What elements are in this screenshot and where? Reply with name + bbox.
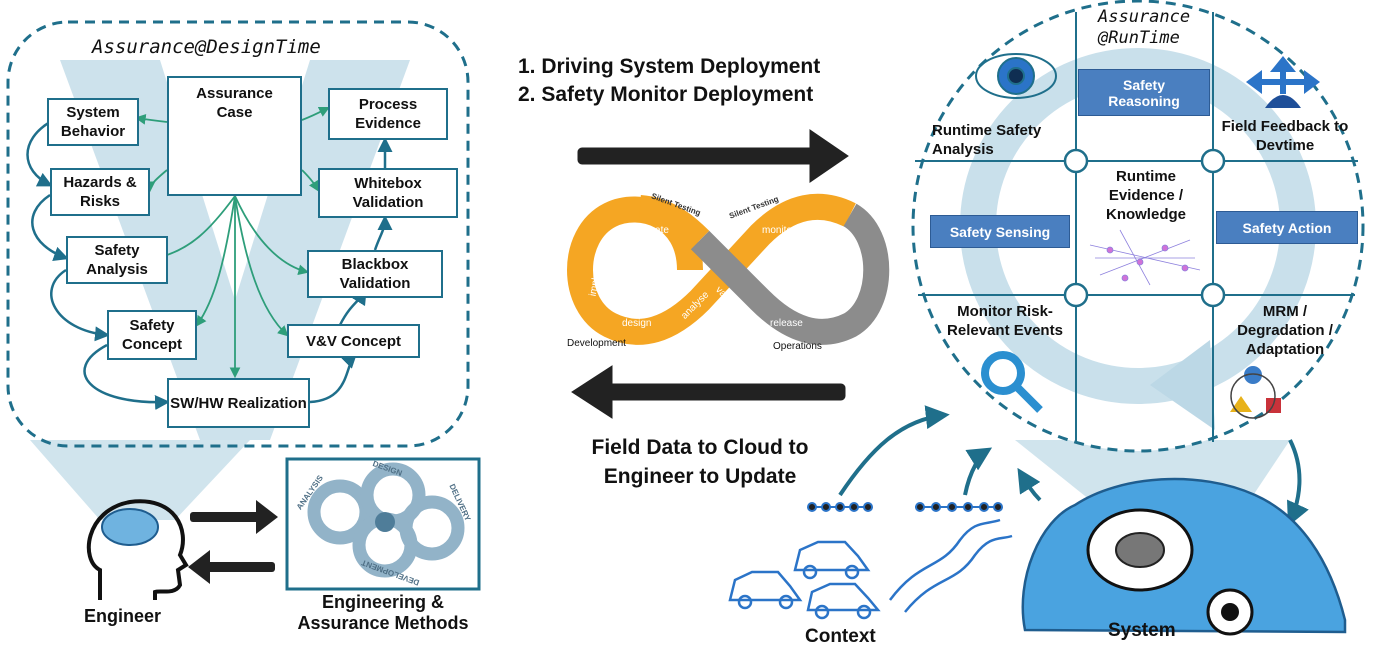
flow-arrow-swhw-vv (309, 352, 358, 404)
v-model-shape (60, 60, 410, 440)
cycle-markers (1063, 148, 1226, 308)
devops-step-integrate: integrate (630, 225, 669, 236)
devops-step-monitor: monitor (762, 225, 796, 236)
sw-hw-realization-box: SW/HW Realization (167, 378, 310, 428)
devops-operations-label: Operations (773, 341, 822, 352)
engineer-head-graphic (86, 499, 189, 600)
methods-label-1: Engineering & (321, 592, 444, 612)
engineer-label: Engineer (84, 606, 162, 626)
devops-step-release: release (770, 318, 803, 329)
engineer-methods-arrows (188, 500, 278, 584)
context-road-graphic (889, 518, 1013, 613)
runtime-evidence-label: Runtime Evidence / Knowledge (1105, 168, 1186, 223)
design-time-frame (6, 20, 470, 448)
flow-arrow-blackbox-whitebox (373, 215, 393, 251)
adaptation-cycle-graphic (1230, 366, 1281, 419)
safety-analysis-box: Safety Analysis (66, 236, 168, 284)
assurance-case-label: Assurance Case (196, 85, 273, 121)
blackbox-validation-box: Blackbox Validation (307, 250, 443, 298)
mrm-label: MRM / Degradation / Adaptation (1237, 303, 1333, 358)
runtime-safety-analysis-label: Runtime Safety Analysis (932, 122, 1042, 158)
feedback-arrow (571, 365, 846, 419)
devops-development-label: Development (567, 338, 626, 349)
whitebox-validation-box: Whitebox Validation (318, 168, 458, 218)
knowledge-graph-graphic (1089, 229, 1201, 286)
trace-line-hazards (144, 169, 168, 193)
vv-concept-box: V&V Concept (287, 324, 420, 358)
flow-arrow-hazards-analysis (31, 193, 69, 261)
methods-gears-graphic (307, 462, 465, 578)
trace-line-concept (195, 195, 236, 327)
safety-reasoning-box: Safety Reasoning (1078, 69, 1210, 116)
monitor-risk-label: Monitor Risk-Relevant Events (947, 303, 1063, 339)
deployment-line-2: 2. Safety Monitor Deployment (518, 83, 814, 106)
process-evidence-box: Process Evidence (328, 88, 448, 140)
flow-arrow-concept-swhw (83, 343, 170, 410)
trace-line-behavior (134, 113, 168, 125)
system-label: System (1108, 620, 1176, 641)
methods-label-2: Assurance Methods (297, 613, 469, 633)
context-cars-graphic (728, 540, 881, 620)
engineer-brain-graphic (101, 508, 159, 546)
runtime-quadrant-grid (915, 12, 1358, 442)
context-label: Context (805, 626, 876, 647)
feedback-text: Field Data to Cloud to Engineer to Updat… (591, 436, 809, 488)
deploy-arrow (577, 129, 849, 183)
safety-sensing-box: Safety Sensing (930, 215, 1070, 248)
devops-infinity-loop (567, 193, 890, 345)
deployment-line-1: 1. Driving System Deployment (518, 55, 821, 78)
trace-line-whitebox (301, 169, 320, 192)
design-time-title: Assurance@DesignTime (92, 36, 321, 58)
trace-line-process (301, 107, 330, 121)
hazards-risks-box: Hazards & Risks (50, 168, 150, 216)
arrows-graphic (1246, 56, 1320, 108)
devops-step-design: design (622, 318, 652, 329)
system-behavior-box: System Behavior (47, 98, 139, 146)
runtime-loop-arrowhead (1150, 340, 1215, 430)
flow-arrow-behavior-hazards (26, 120, 53, 187)
magnifier-graphic (981, 351, 1043, 413)
devops-dev-label: Dev (628, 255, 673, 282)
design-projection-cone (30, 440, 250, 520)
system-car-graphic (1021, 477, 1347, 636)
context-input-arrows (838, 405, 1309, 527)
trace-line-blackbox (234, 195, 310, 276)
assurance-case-box: Assurance Case (167, 76, 302, 196)
safety-action-box: Safety Action (1216, 211, 1358, 244)
trace-line-vv (234, 195, 289, 337)
flow-arrow-analysis-concept (50, 268, 110, 342)
devops-ops-label: Ops (766, 255, 813, 282)
field-feedback-label: Field Feedback to Devtime (1221, 118, 1349, 154)
runtime-title-line2: @RunTime (1098, 28, 1180, 48)
safety-concept-box: Safety Concept (107, 310, 197, 360)
runtime-title-line1: Assurance (1098, 7, 1191, 27)
event-chains-graphic (807, 502, 1003, 512)
eye-graphic (975, 53, 1057, 99)
